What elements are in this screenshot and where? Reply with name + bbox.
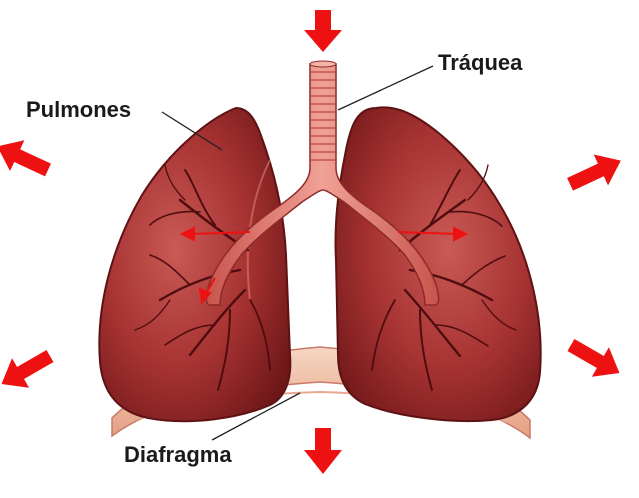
arrow-upper-right	[563, 145, 628, 199]
label-pulmones: Pulmones	[26, 97, 131, 123]
leader-traquea	[338, 66, 433, 110]
arrow-top-down	[304, 10, 342, 52]
right-lung	[335, 107, 540, 421]
left-lung	[99, 108, 290, 421]
arrow-upper-left	[0, 131, 55, 185]
arrow-bottom-down	[304, 428, 342, 474]
label-traquea: Tráquea	[438, 50, 522, 76]
arrow-lower-left	[0, 341, 58, 398]
label-diafragma: Diafragma	[124, 442, 232, 468]
arrow-lower-right	[562, 330, 627, 387]
